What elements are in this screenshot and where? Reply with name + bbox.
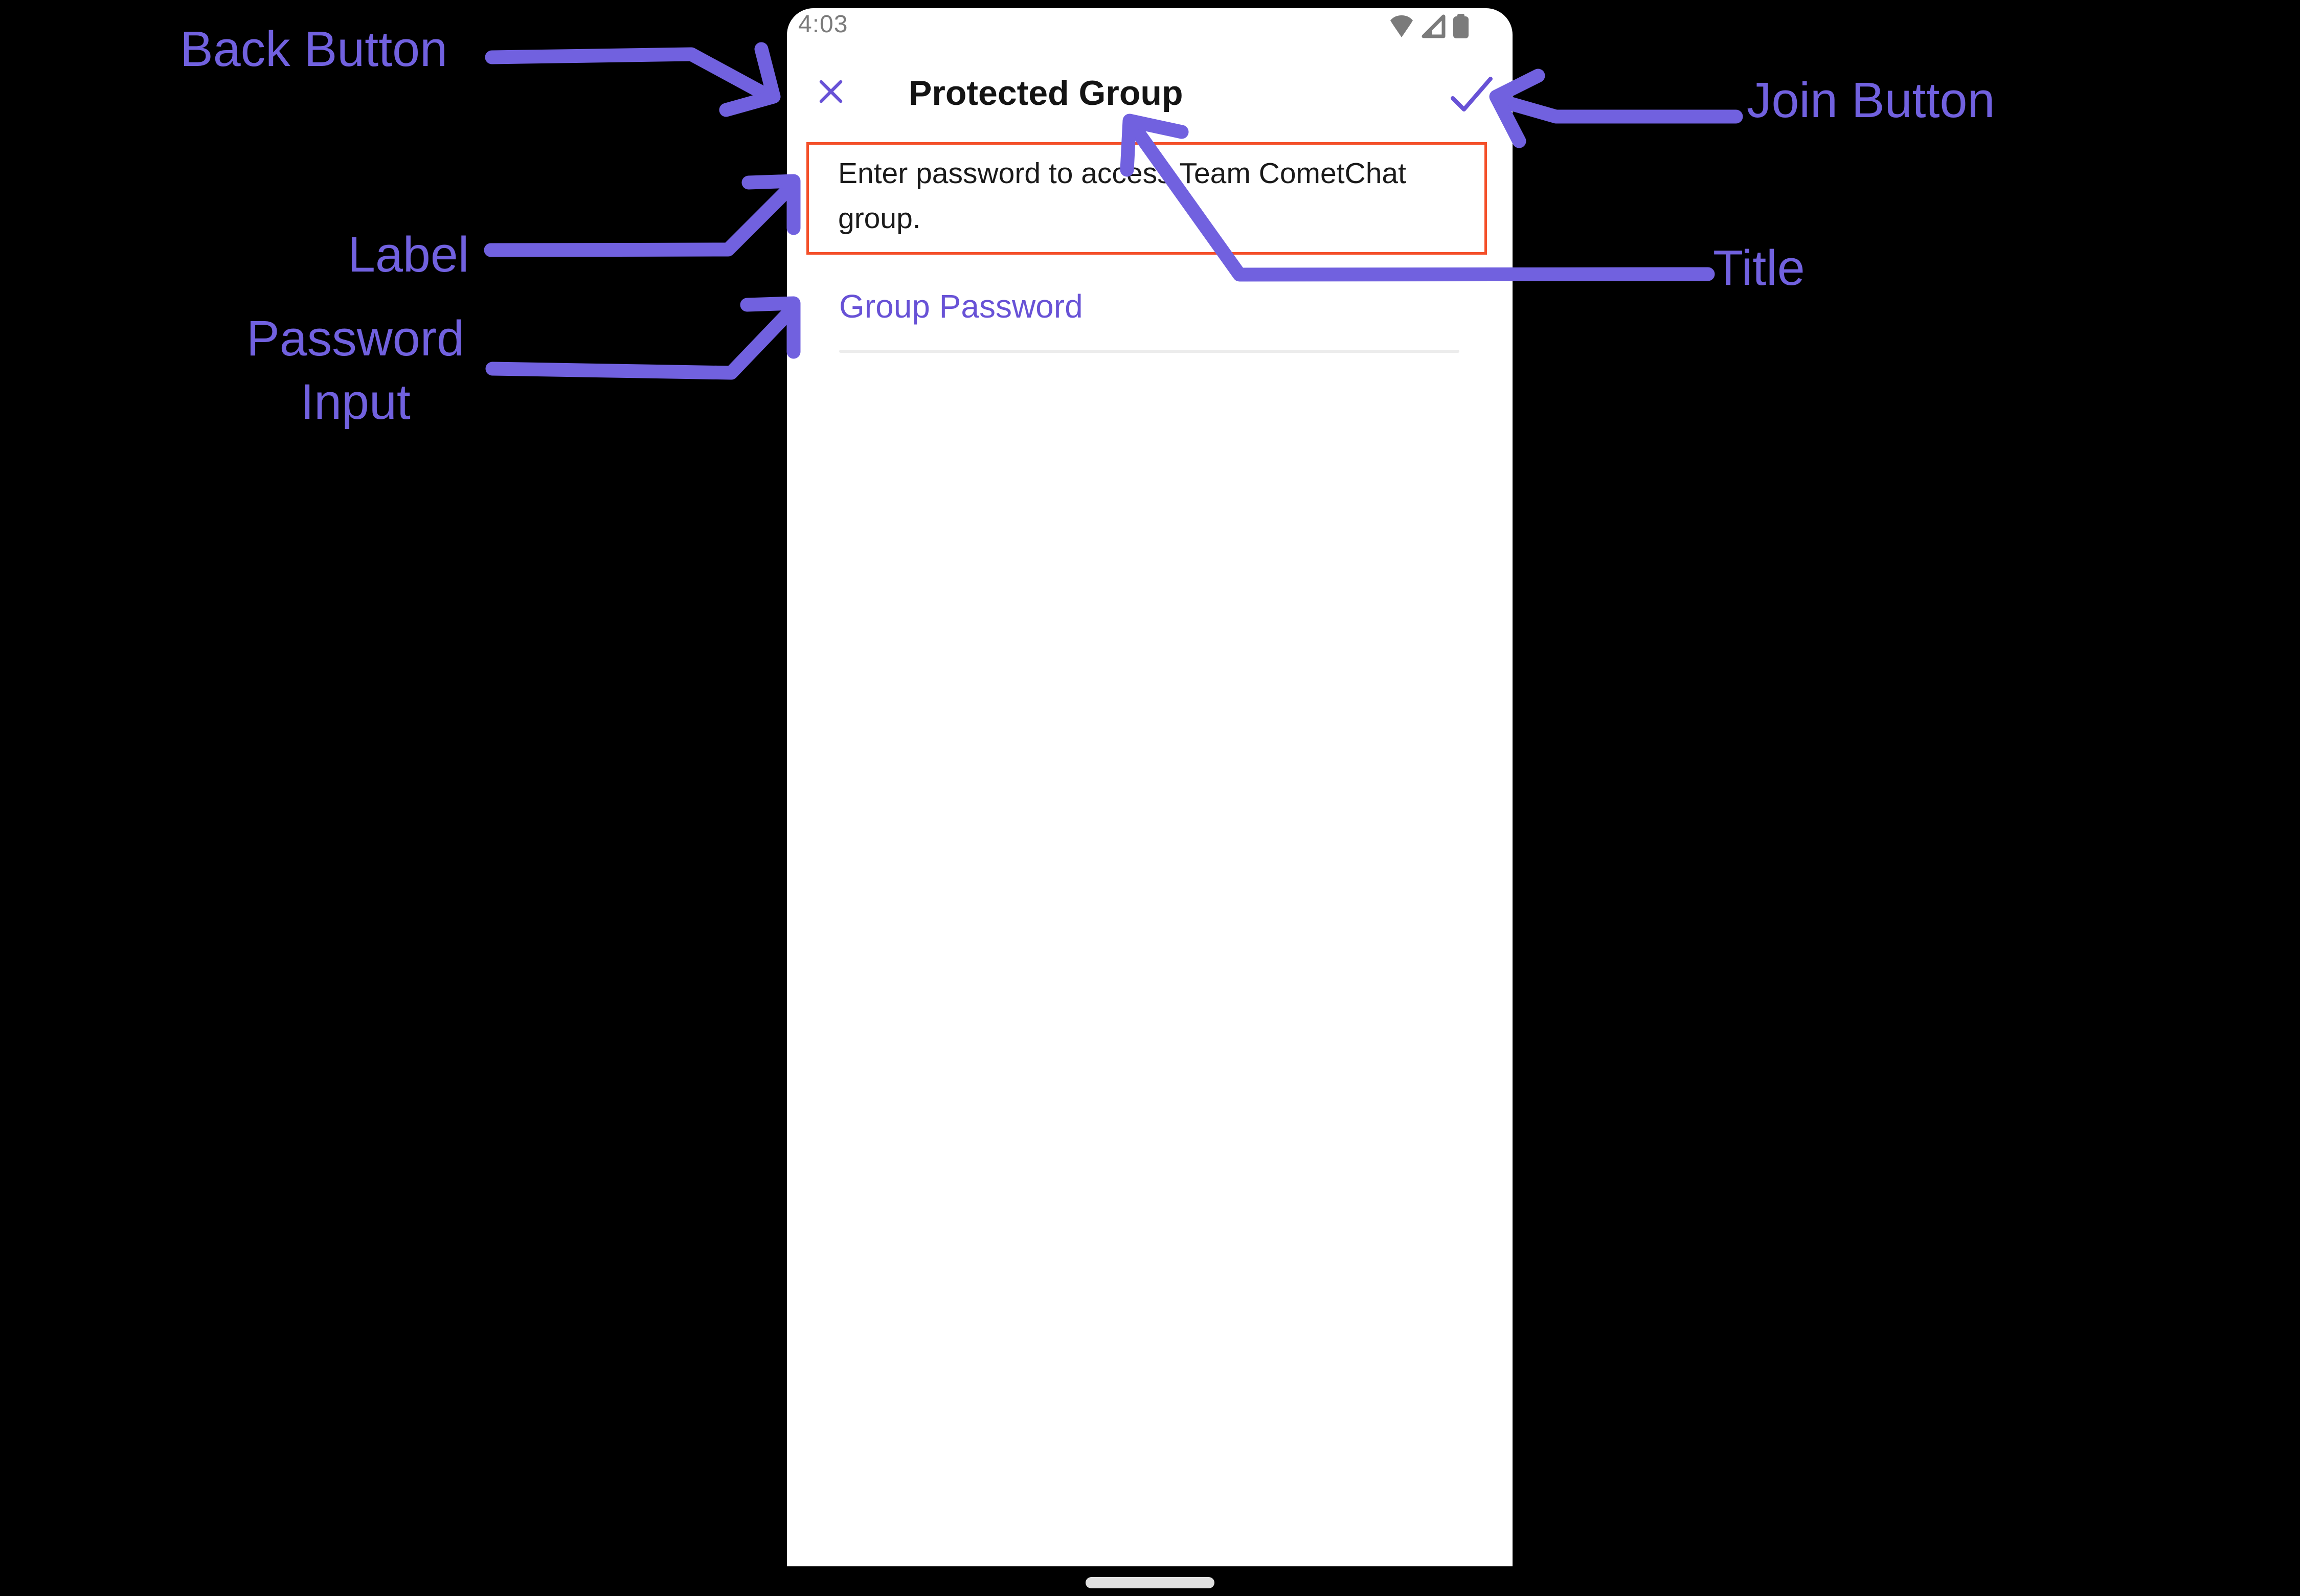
annotation-password-input-label: Password Input — [246, 310, 464, 430]
home-indicator-bar[interactable] — [1086, 1577, 1214, 1588]
password-input-arrow-shaft — [485, 305, 797, 380]
page-title: Protected Group — [909, 74, 1183, 113]
annotation-title-label: Title — [1713, 240, 1805, 296]
back-button[interactable] — [814, 75, 848, 109]
join-button[interactable] — [1450, 73, 1495, 118]
label-arrow-shaft — [484, 183, 795, 257]
back-button-arrow-head — [719, 42, 781, 117]
status-bar-time: 4:03 — [798, 11, 848, 38]
group-password-input[interactable] — [839, 278, 1460, 334]
battery-icon — [1452, 13, 1470, 41]
back-button-arrow-shaft — [485, 47, 772, 101]
cellular-signal-icon — [1421, 14, 1446, 41]
wifi-icon — [1389, 14, 1414, 41]
annotation-back-button-label: Back Button — [180, 21, 448, 77]
password-input-field[interactable] — [839, 278, 1460, 355]
join-button-arrow-shaft — [1502, 96, 1743, 124]
description-highlight-box: Enter password to access Team CometChat … — [806, 142, 1487, 255]
phone-screen: 4:03 — [787, 8, 1513, 1566]
close-icon — [819, 79, 843, 105]
password-input-underline — [839, 350, 1459, 353]
annotation-label-label: Label — [348, 227, 469, 282]
group-description-label: Enter password to access Team CometChat … — [838, 157, 1406, 235]
status-bar-icons — [1389, 13, 1470, 41]
check-icon — [1450, 73, 1493, 117]
annotation-join-button-label: Join Button — [1747, 72, 1995, 128]
